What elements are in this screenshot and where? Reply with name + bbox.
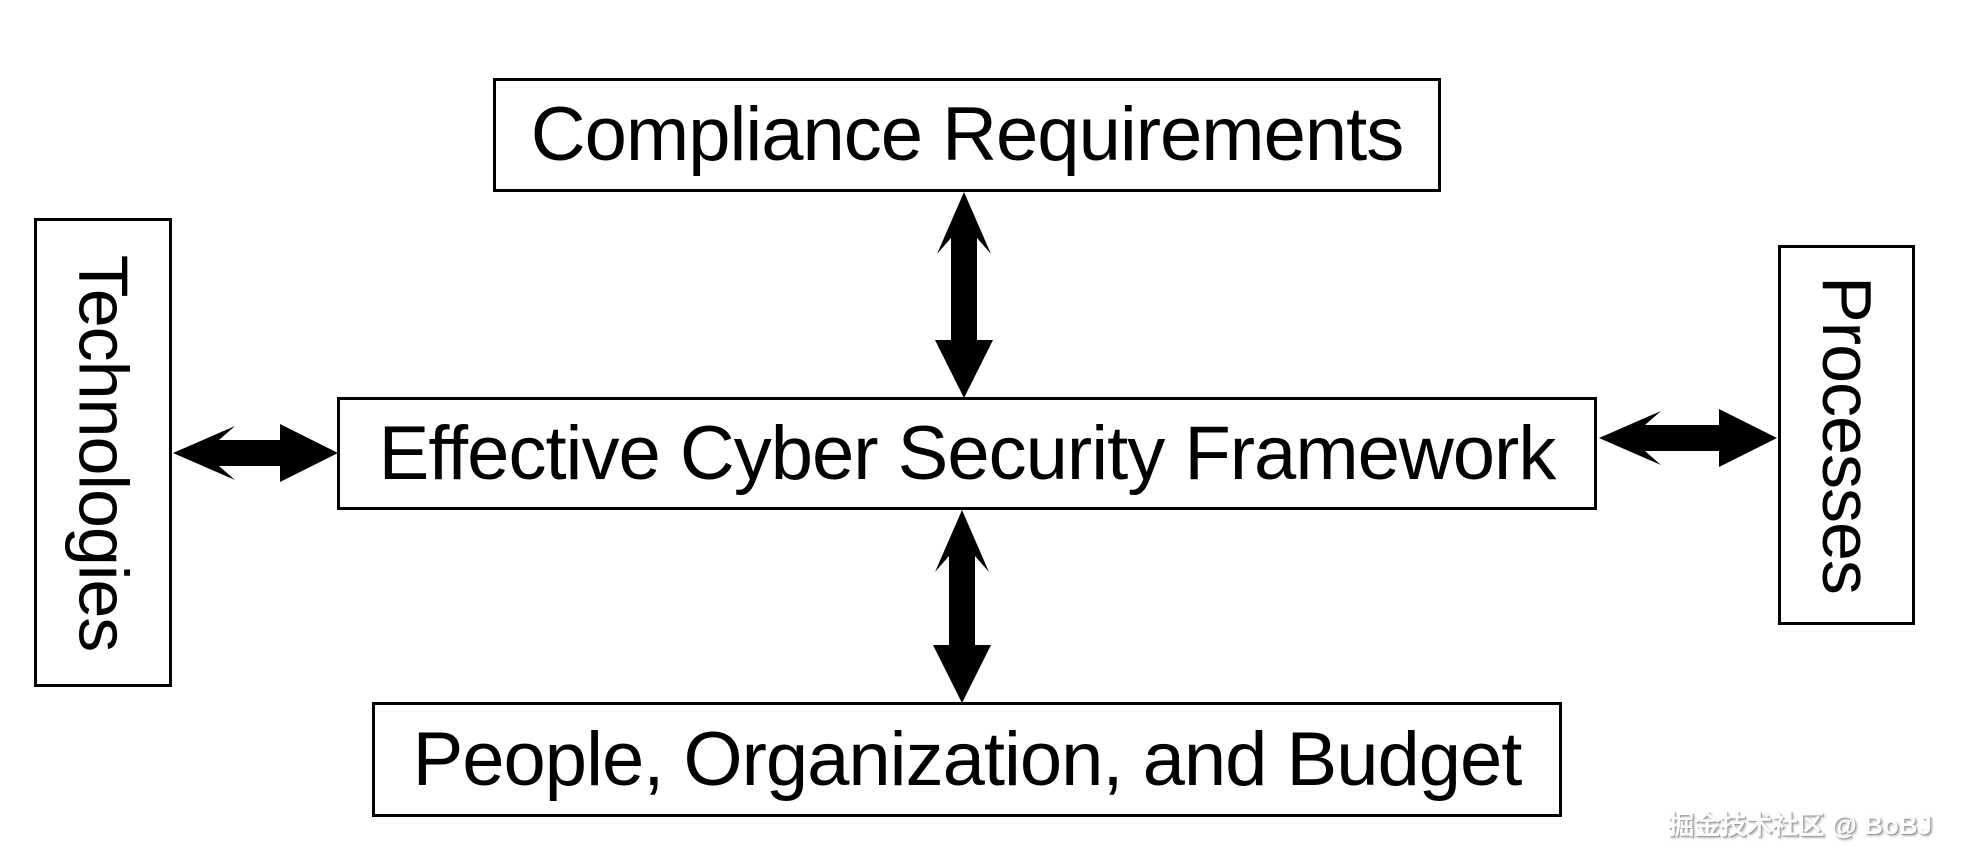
watermark-text: 掘金技术社区 @ BoBJ <box>1668 810 1932 840</box>
double-arrow-center-to-top-icon <box>935 192 993 398</box>
node-compliance-requirements-label: Compliance Requirements <box>530 92 1405 177</box>
node-technologies-label: Technologies <box>64 254 142 651</box>
double-arrow-center-to-left-icon <box>173 424 338 482</box>
node-people-organization-budget-label: People, Organization, and Budget <box>412 716 1523 802</box>
node-effective-cyber-security-framework: Effective Cyber Security Framework <box>337 397 1597 510</box>
double-arrow-center-to-right-icon <box>1599 409 1777 467</box>
node-compliance-requirements: Compliance Requirements <box>493 78 1441 192</box>
double-arrow-center-to-bottom-icon <box>933 510 991 703</box>
node-technologies: Technologies <box>34 218 172 687</box>
node-people-organization-budget: People, Organization, and Budget <box>372 702 1562 817</box>
node-effective-cyber-security-framework-label: Effective Cyber Security Framework <box>378 410 1557 496</box>
node-processes-label: Processes <box>1807 276 1886 594</box>
node-processes: Processes <box>1778 245 1915 625</box>
